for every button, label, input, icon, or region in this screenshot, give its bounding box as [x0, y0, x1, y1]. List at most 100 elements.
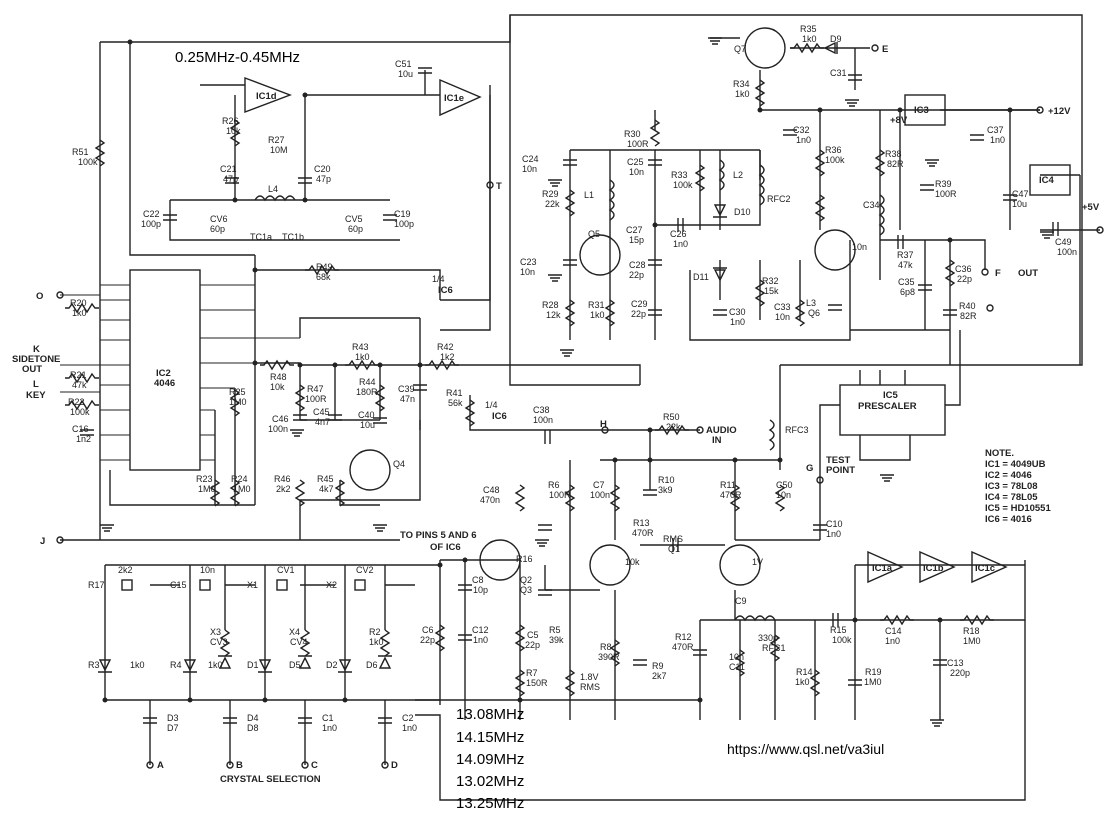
- ic3-box: [904, 94, 946, 126]
- component-label: CV6: [210, 214, 228, 224]
- component-label: D11: [693, 272, 709, 282]
- component-label: R42: [437, 342, 454, 352]
- ic1e-symbol: [439, 78, 482, 117]
- q2-symbol: [589, 544, 631, 586]
- ic2-label: IC2: [156, 368, 171, 379]
- junctions: [102, 39, 1013, 703]
- component-label: 1.8V: [580, 672, 599, 682]
- note-line: IC6 = 4016: [985, 514, 1032, 525]
- component-label: Q6: [808, 308, 820, 318]
- component-label: C30: [729, 307, 746, 317]
- component-label: CV1: [277, 565, 295, 575]
- component-label: 100n: [590, 490, 610, 500]
- component-label: 100k: [673, 180, 693, 190]
- component-label: 100k: [832, 635, 852, 645]
- component-label: 22p: [525, 640, 540, 650]
- key-label: KEY: [26, 390, 46, 401]
- ic2-type: 4046: [154, 378, 175, 389]
- component-label: 100R: [935, 189, 957, 199]
- component-label: 47k: [898, 260, 913, 270]
- component-label: 3k9: [658, 485, 673, 495]
- component-label: R51: [72, 147, 89, 157]
- audio-in-label: IN: [712, 435, 722, 446]
- component-label: C29: [631, 299, 648, 309]
- component-label: 100R: [627, 139, 649, 149]
- terminal-b: B: [236, 760, 243, 771]
- component-label: C27: [626, 225, 643, 235]
- component-label: 100n: [1057, 247, 1077, 257]
- component-label: 100R: [549, 490, 571, 500]
- terminal-h: H: [600, 419, 607, 430]
- ground-symbols: [100, 37, 1054, 727]
- component-label: R46: [274, 474, 291, 484]
- q1-symbol: [479, 539, 521, 581]
- ic1e-label: IC1e: [444, 93, 464, 104]
- component-label: 1n0: [885, 636, 900, 646]
- component-label: C15: [170, 580, 187, 590]
- component-label: 1n0: [730, 317, 745, 327]
- component-label: RFC3: [785, 425, 809, 435]
- component-label: 1M0: [229, 397, 247, 407]
- component-label: 10n: [200, 565, 215, 575]
- component-label: 22p: [631, 309, 646, 319]
- component-label: 22k: [666, 422, 681, 432]
- component-label: R11: [720, 480, 736, 490]
- component-label: R44: [359, 377, 376, 387]
- component-label: 4n7: [315, 417, 330, 427]
- component-label: 10u: [398, 69, 413, 79]
- component-label: 1k0: [72, 308, 87, 318]
- component-label: C34: [863, 200, 880, 210]
- component-label: L4: [268, 184, 278, 194]
- component-label: R41: [446, 388, 463, 398]
- component-label: 1M0: [963, 636, 981, 646]
- component-label: 1k0: [208, 660, 223, 670]
- source-url[interactable]: https://www.qsl.net/va3iul: [727, 741, 884, 757]
- component-label: R32: [762, 276, 779, 286]
- component-label: R10: [658, 475, 675, 485]
- out-label: OUT: [1018, 268, 1038, 279]
- component-label: 1n0: [473, 635, 488, 645]
- component-label: 10n: [776, 490, 791, 500]
- ic1d-symbol: [244, 76, 292, 114]
- component-label: Q7: [734, 44, 746, 54]
- component-label: 100n: [533, 415, 553, 425]
- component-label: 10n: [520, 267, 535, 277]
- component-label: C47: [1012, 189, 1029, 199]
- component-label: 22k: [545, 199, 560, 209]
- notes-title: NOTE.: [985, 448, 1014, 459]
- component-label: RMS: [663, 534, 683, 544]
- component-label: R38: [885, 149, 902, 159]
- component-label: R15: [830, 625, 847, 635]
- component-label: D3: [167, 713, 179, 723]
- component-label: 1k0: [369, 637, 384, 647]
- component-label: C16: [72, 424, 89, 434]
- component-labels: R51100kR201k0R2147kR22100kC161n2R231M0R2…: [68, 24, 1077, 733]
- component-label: L3: [806, 298, 816, 308]
- ic-labels: IC2 4046 IC5 PRESCALER IC3 IC4 IC1a IC1b…: [154, 91, 1055, 574]
- terminal-l: L: [33, 379, 39, 390]
- sidetone-label: SIDETONE: [12, 354, 60, 365]
- terminal-d: O: [36, 291, 43, 302]
- note-line: IC1 = 4049UB: [985, 459, 1046, 470]
- component-label: 470n: [480, 495, 500, 505]
- component-label: X2: [326, 580, 337, 590]
- plus8-label: +8V: [890, 115, 908, 126]
- ic6a-label: IC6: [438, 285, 453, 296]
- component-label: 22p: [957, 274, 972, 284]
- component-label: 100R: [305, 394, 327, 404]
- component-label: C10: [826, 519, 843, 529]
- component-label: D9: [830, 34, 842, 44]
- q4-symbol: [349, 449, 391, 491]
- terminal-f: F: [995, 268, 1001, 279]
- component-label: D1: [247, 660, 259, 670]
- component-label: 1k0: [795, 677, 810, 687]
- component-label: 1M0: [233, 484, 251, 494]
- component-label: CV2: [356, 565, 374, 575]
- terminal-c: C: [311, 760, 318, 771]
- point-label: POINT: [826, 465, 855, 476]
- component-label: R25: [229, 387, 246, 397]
- component-label: R2: [369, 627, 381, 637]
- component-label: D7: [167, 723, 179, 733]
- component-label: R26: [222, 116, 239, 126]
- component-label: 2k7: [652, 671, 667, 681]
